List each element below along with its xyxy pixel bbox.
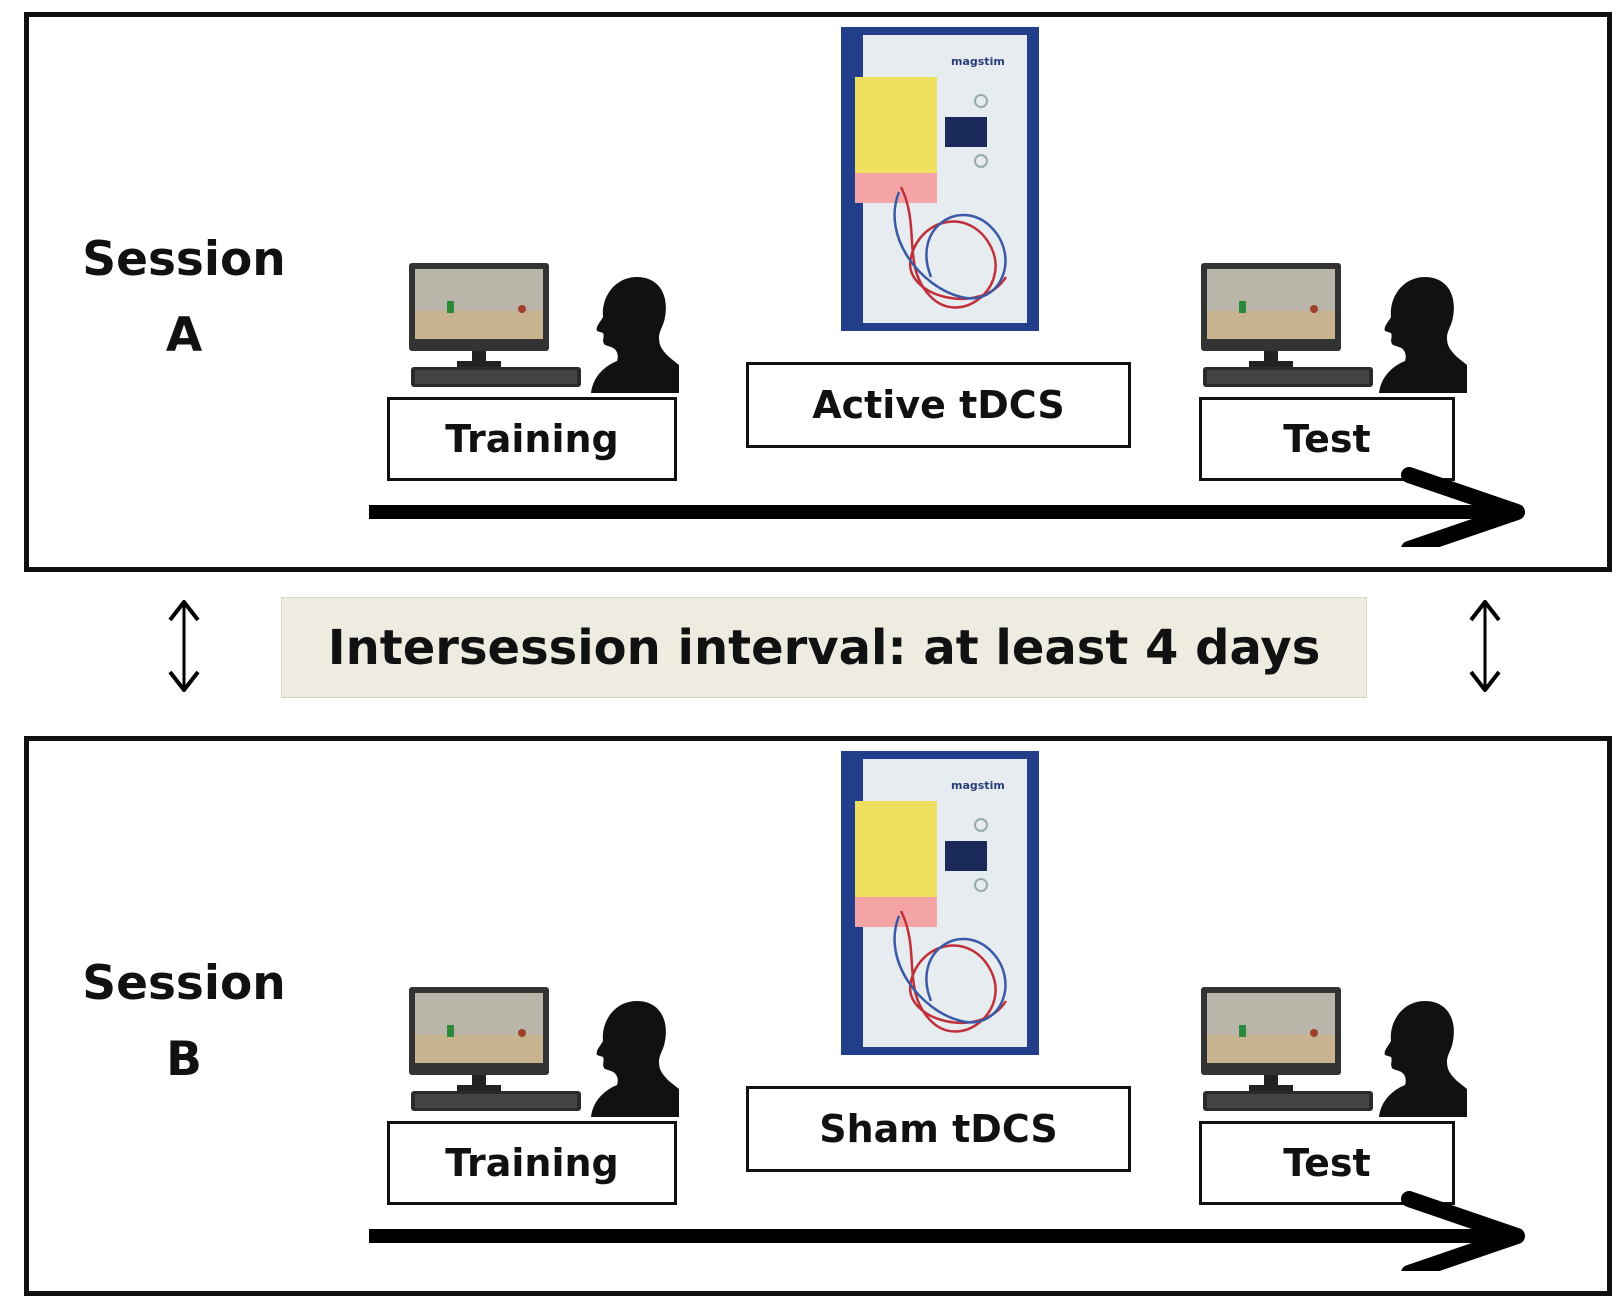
test-box: Test — [1199, 397, 1455, 481]
computer-icon — [409, 263, 581, 387]
computer-and-head-icon — [1201, 263, 1467, 393]
computer-and-head-icon — [409, 263, 679, 393]
stimulation-label: Sham tDCS — [819, 1107, 1058, 1151]
session-b-label: Session B — [69, 946, 299, 1098]
session-a-label: Session A — [69, 222, 299, 374]
intersession-interval-banner: Intersession interval: at least 4 days — [281, 597, 1367, 698]
double-headed-arrow-icon — [1469, 600, 1501, 692]
tdcs-device-image: magstim — [841, 27, 1039, 331]
double-headed-arrow-icon — [168, 600, 200, 692]
head-silhouette-icon — [591, 1001, 679, 1117]
timeline-arrow — [369, 467, 1525, 547]
device-brand-text: magstim — [951, 779, 1005, 792]
session-b-panel: Session B magstim — [24, 736, 1612, 1296]
computer-icon — [1201, 987, 1373, 1111]
head-silhouette-icon — [1379, 1001, 1467, 1117]
training-box: Training — [387, 397, 677, 481]
session-a-panel: Session A magstim — [24, 12, 1612, 572]
training-label: Training — [445, 417, 619, 461]
test-label: Test — [1283, 417, 1371, 461]
intersession-interval-text: Intersession interval: at least 4 days — [327, 619, 1321, 676]
head-silhouette-icon — [591, 277, 679, 393]
training-box: Training — [387, 1121, 677, 1205]
timeline-arrow — [369, 1191, 1525, 1271]
tdcs-device-image: magstim — [841, 751, 1039, 1055]
stimulation-box: Active tDCS — [746, 362, 1131, 448]
computer-icon — [409, 987, 581, 1111]
session-a-label-line2: A — [165, 308, 203, 363]
computer-and-head-icon — [1201, 987, 1467, 1117]
test-box: Test — [1199, 1121, 1455, 1205]
computer-and-head-icon — [409, 987, 679, 1117]
computer-icon — [1201, 263, 1373, 387]
training-label: Training — [445, 1141, 619, 1185]
session-b-label-line2: B — [166, 1032, 202, 1087]
device-brand-text: magstim — [951, 55, 1005, 68]
stimulation-label: Active tDCS — [812, 383, 1065, 427]
session-a-label-line1: Session — [82, 232, 286, 287]
session-b-label-line1: Session — [82, 956, 286, 1011]
head-silhouette-icon — [1379, 277, 1467, 393]
stimulation-box: Sham tDCS — [746, 1086, 1131, 1172]
test-label: Test — [1283, 1141, 1371, 1185]
